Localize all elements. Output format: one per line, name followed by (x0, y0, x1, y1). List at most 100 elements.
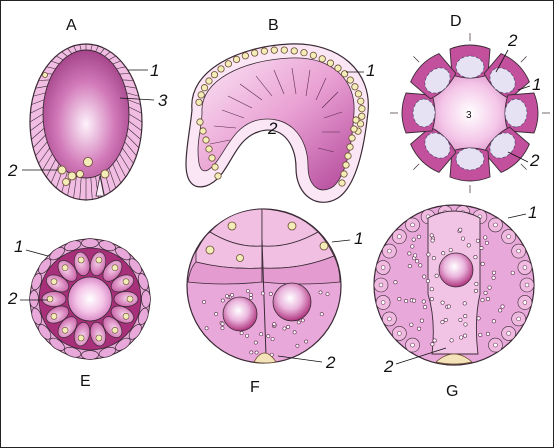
panel-g-granule (492, 276, 495, 279)
panel-b-nucleus (339, 180, 345, 186)
panel-b-nucleus (291, 48, 297, 54)
panel-b-nucleus (251, 50, 257, 56)
panel-f-granule (246, 289, 249, 292)
panel-g-granule (430, 297, 433, 300)
panel-f-granule (205, 327, 208, 330)
panel-g-label-1: 1 (528, 203, 537, 222)
panel-b-nucleus (215, 173, 221, 179)
panel-f-label-2: 2 (325, 353, 336, 372)
panel-e-nucleus (96, 257, 102, 263)
panel-b-nucleus (261, 48, 267, 54)
panel-g-granule (447, 305, 450, 308)
panel-e-letter: E (80, 373, 91, 390)
panel-e (30, 239, 151, 360)
panel-f-granule (293, 331, 296, 334)
panel-g-granule (486, 332, 489, 335)
panel-g-granule (481, 262, 484, 265)
panel-b-nucleus (347, 77, 353, 83)
panel-g-granule (488, 286, 491, 289)
panel-g-granule (479, 333, 482, 336)
panel-f (187, 209, 341, 363)
panel-g-granule (463, 302, 466, 305)
panel-g-granule (450, 339, 453, 342)
panel-a-label-2: 2 (7, 161, 18, 180)
panel-f-granule (249, 296, 252, 299)
panel-f-granule (269, 292, 272, 295)
panel-g-granule (426, 279, 429, 282)
panel-a (30, 44, 142, 200)
panel-g-granule (420, 319, 423, 322)
panel-g-granule (435, 274, 438, 277)
panel-g-granule (433, 339, 436, 342)
panel-g-granule (430, 287, 433, 290)
panel-f-granule (221, 327, 224, 330)
panel-d-label-3: 3 (466, 110, 472, 121)
panel-b-letter: B (268, 17, 279, 34)
panel-g-letter: G (446, 383, 458, 400)
panel-g-granule (422, 300, 425, 303)
panel-e-nucleus (51, 279, 57, 285)
panel-f-granule (267, 335, 270, 338)
panel-f-nucleus-right (273, 283, 311, 321)
panel-b-nucleus (225, 61, 231, 67)
panel-f-granule (260, 333, 263, 336)
panel-g-granule (484, 291, 487, 294)
panel-g-granule (423, 305, 426, 308)
panel-d-label-1: 1 (532, 75, 541, 94)
panel-f-granule (245, 334, 248, 337)
panel-e-nucleus (123, 279, 129, 285)
panel-b-nucleus (358, 98, 364, 104)
panel-g-granule (485, 241, 488, 244)
panel-g-granule (474, 255, 477, 258)
panel-b-nucleus (206, 146, 212, 152)
panel-b-nucleus (359, 106, 365, 112)
panel-b-nucleus (341, 171, 347, 177)
panel-e-inner-cell (114, 292, 138, 307)
panel-g-granule (411, 245, 414, 248)
panel-f-granule (250, 351, 253, 354)
panel-b-nucleus (197, 119, 203, 125)
panel-g-granule (432, 256, 435, 259)
panel-b-nucleus (327, 60, 333, 66)
panel-b-nucleus (353, 117, 359, 123)
panel-b-nucleus (242, 53, 248, 59)
panel-g-granule (511, 271, 514, 274)
panel-b-nucleus (218, 66, 224, 72)
panel-b-nucleus (209, 155, 215, 161)
panel-g-granule (398, 297, 401, 300)
panel-g-granule (394, 281, 397, 284)
panel-b-nucleus (201, 85, 207, 91)
panel-b-nucleus (349, 135, 355, 141)
panel-b-nucleus (212, 164, 218, 170)
panel-g-granule (431, 239, 434, 242)
panel-e-outer-cell (142, 291, 151, 308)
panel-b-nucleus (355, 91, 361, 97)
panel-g-granule (419, 264, 422, 267)
panel-f-granule (225, 295, 228, 298)
panel-b-nucleus (206, 78, 212, 84)
panel-e-nucleus (112, 265, 118, 271)
panel-e-nucleus (112, 327, 118, 333)
panel-e-outer-cell (82, 239, 99, 248)
panel-f-nucleus-left (223, 297, 257, 331)
panel-g-granule (501, 305, 504, 308)
panel-g-label-2: 2 (383, 357, 394, 376)
panel-g-granule (423, 275, 426, 278)
panel-b-nucleus (198, 92, 204, 98)
panel-b-nucleus (335, 65, 341, 71)
panel-f-granule (240, 331, 243, 334)
panel-b-nucleus (359, 113, 365, 119)
panel-g-granule (464, 314, 467, 317)
panel-g-granule (404, 299, 407, 302)
panel-f-granule (297, 321, 300, 324)
panel-f-granule (286, 325, 289, 328)
panel-e-nucleus (123, 313, 129, 319)
panel-g (374, 205, 534, 365)
panel-g-granule (498, 309, 501, 312)
panel-f-letter: F (250, 379, 260, 396)
panel-f-granule (301, 319, 304, 322)
panel-a-label-3: 3 (158, 91, 168, 110)
panel-f-granule (203, 300, 206, 303)
panel-d-cell (450, 33, 490, 78)
panel-f-granule (261, 292, 264, 295)
